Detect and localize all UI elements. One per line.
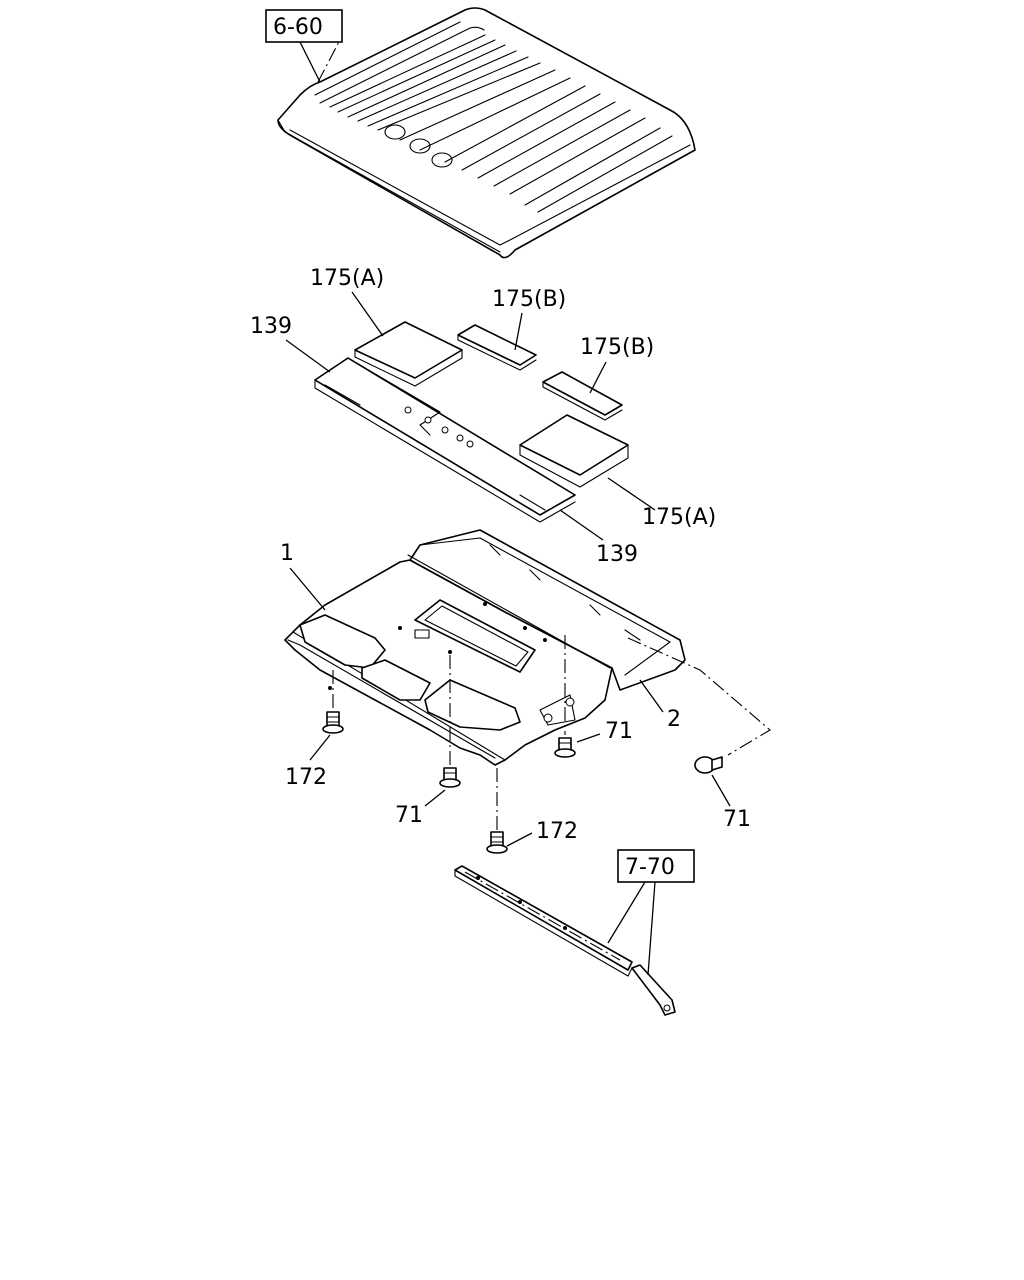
callout-139-bottom: 139 bbox=[596, 542, 638, 567]
fastener-172-left bbox=[322, 670, 344, 734]
headliner-panel bbox=[284, 559, 613, 766]
callout-175b-top: 175(B) bbox=[492, 287, 566, 312]
side-rail bbox=[454, 865, 676, 1016]
callout-71-mid: 71 bbox=[605, 719, 633, 744]
insulation-strip-139 bbox=[314, 357, 576, 523]
fastener-172-bottom bbox=[486, 768, 508, 854]
rear-trim-panel bbox=[328, 529, 686, 726]
roof-panel bbox=[277, 7, 696, 259]
callout-172-left: 172 bbox=[285, 765, 327, 790]
fastener-71-mid bbox=[554, 635, 576, 758]
callout-71-right: 71 bbox=[723, 807, 751, 832]
callout-175a-top: 175(A) bbox=[310, 266, 384, 291]
callout-2: 2 bbox=[667, 707, 681, 732]
ref-box-7-70 bbox=[617, 849, 695, 883]
callout-172-bottom: 172 bbox=[536, 819, 578, 844]
callout-71-center: 71 bbox=[395, 803, 423, 828]
ref-box-6-60 bbox=[265, 9, 343, 43]
callout-175b-right: 175(B) bbox=[580, 335, 654, 360]
fastener-71-right bbox=[627, 637, 771, 774]
callout-139-left: 139 bbox=[250, 314, 292, 339]
callout-1: 1 bbox=[280, 541, 294, 566]
ref-label-6-60: 6-60 bbox=[273, 15, 323, 40]
insulation-pads bbox=[354, 321, 629, 488]
ref-label-7-70: 7-70 bbox=[625, 855, 675, 880]
fastener-71-center bbox=[439, 655, 461, 788]
